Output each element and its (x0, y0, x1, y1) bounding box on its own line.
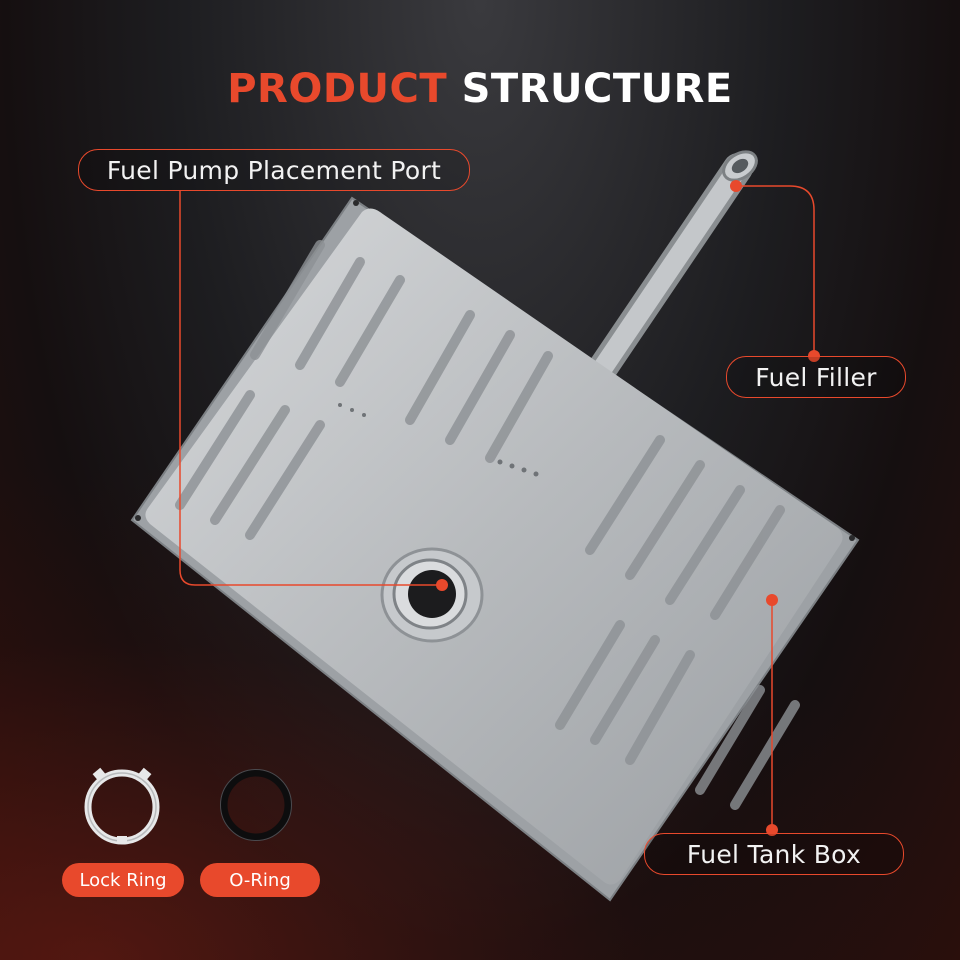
o-ring-icon (220, 769, 292, 841)
title-accent: PRODUCT (227, 66, 448, 112)
fuel-filler-pipe (585, 150, 758, 387)
tank-ribs (175, 240, 800, 810)
fuel-pump-port (380, 547, 484, 643)
mounting-holes (135, 200, 855, 541)
tank-dimples (338, 403, 539, 477)
callout-dots (436, 180, 820, 836)
fuel-tank-image (130, 196, 860, 902)
page-title: PRODUCT STRUCTURE (0, 66, 960, 112)
callout-fuel-filler: Fuel Filler (726, 356, 906, 398)
accessory-lock-ring-badge: Lock Ring (62, 863, 184, 897)
callout-lines (179, 185, 815, 830)
accessory-o-ring-badge: O-Ring (200, 863, 320, 897)
callout-fuel-tank-box-label: Fuel Tank Box (686, 839, 862, 869)
accessory-o-ring-label: O-Ring (229, 869, 291, 891)
title-rest: STRUCTURE (461, 66, 733, 112)
callout-fuel-pump-port-label: Fuel Pump Placement Port (106, 155, 442, 185)
lock-ring-icon (84, 767, 160, 845)
callout-fuel-filler-label: Fuel Filler (755, 362, 877, 392)
accessory-lock-ring-label: Lock Ring (79, 869, 167, 891)
callout-fuel-tank-box: Fuel Tank Box (644, 833, 904, 875)
callout-fuel-pump-port: Fuel Pump Placement Port (78, 149, 470, 191)
